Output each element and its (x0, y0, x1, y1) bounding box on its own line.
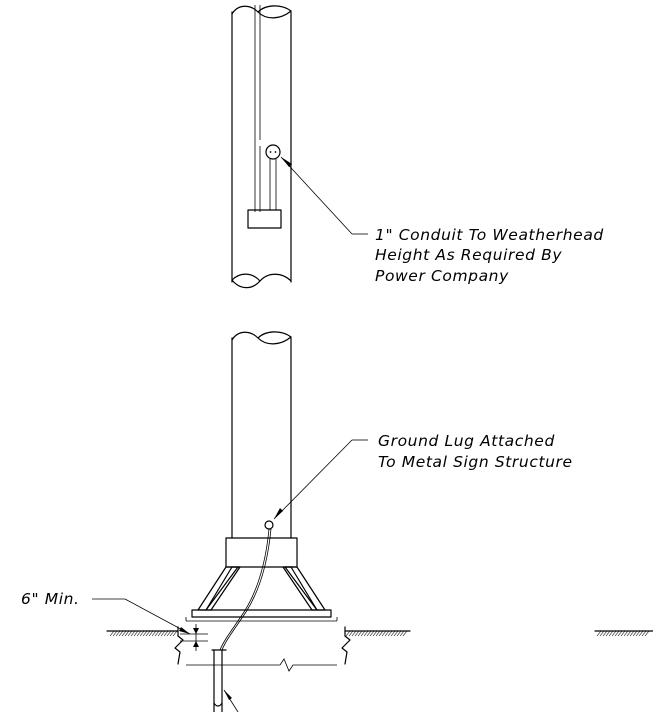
ground-surface (106, 630, 653, 637)
min-depth-annotation: 6" Min. (21, 590, 80, 608)
ground-lug-annotation-line-1: Ground Lug Attached (378, 432, 555, 450)
ground-wire (219, 528, 272, 651)
ground-lug-leader (273, 439, 368, 520)
ground-rod (211, 649, 227, 712)
junction-box (247, 209, 282, 229)
foundation (174, 626, 351, 672)
ground-lug-annotation-line-2: To Metal Sign Structure (378, 453, 573, 471)
conduit-annotation-line-1: 1" Conduit To Weatherhead (375, 226, 604, 244)
ground-lug (264, 520, 274, 530)
conduit-leader (280, 156, 368, 235)
ground-rod-leader (223, 689, 239, 712)
lower-pole (231, 331, 292, 539)
conduit-annotation-line-2: Height As Required By (375, 246, 562, 264)
base-plate-assembly (185, 537, 338, 622)
ground-lug-annotation: Ground Lug Attached To Metal Sign Struct… (378, 432, 573, 471)
upper-pole (231, 5, 292, 289)
conduit-annotation: 1" Conduit To Weatherhead Height As Requ… (375, 226, 609, 285)
conduit-line (254, 5, 261, 212)
min-depth-dimension (180, 624, 208, 651)
weatherhead-fitting (265, 144, 281, 210)
min-depth-leader (92, 598, 191, 635)
conduit-annotation-line-3: Power Company (375, 267, 509, 285)
